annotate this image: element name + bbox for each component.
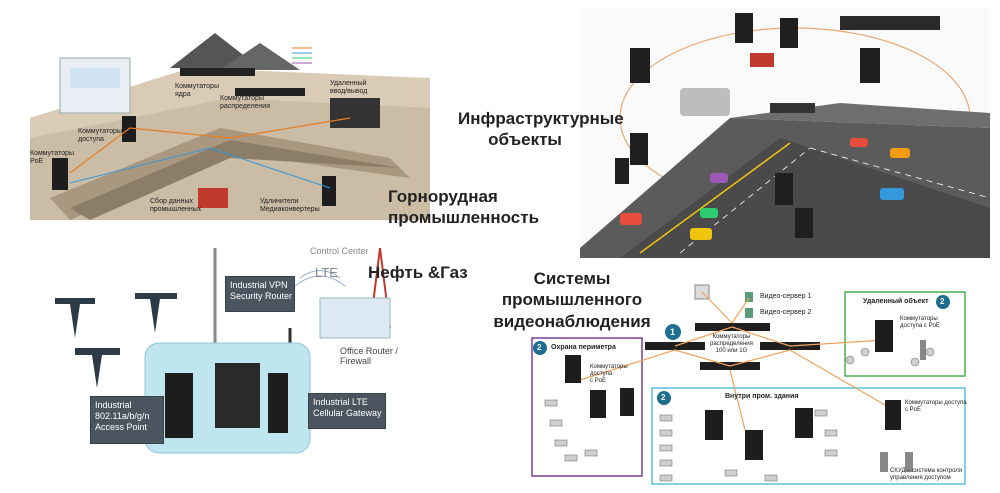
label-access-switches: Коммутаторы доступа — [78, 128, 122, 144]
lte-top-label: LTE — [315, 265, 338, 280]
badge-2-inside: 2 — [661, 393, 666, 402]
cctv-title-line1: Системы — [533, 269, 611, 288]
dist-switches-label: Коммутаторы распределения 100 или 1G — [710, 334, 753, 354]
cctv-title-line3: видеонаблюдения — [493, 311, 651, 331]
poe-access-perimeter-label: Коммутаторы доступа с PoE — [590, 364, 628, 384]
lte-gateway-label: Industrial LTE Cellular Gateway — [313, 397, 382, 418]
acs-label: СКУД – система контроля управления досту… — [890, 468, 963, 481]
office-router-label: Office Router / Firewall — [340, 346, 398, 367]
cctv-title: Системы промышленного видеонаблюдения — [492, 268, 652, 332]
label-media-converters: Удлинители Медиаконвертеры — [260, 198, 320, 214]
access-point-label: Industrial 802.11a/b/g/n Access Point — [95, 400, 150, 432]
poe-access-inside-label: Коммутаторы доступа с PoE — [905, 400, 967, 413]
mining-illustration — [30, 33, 430, 220]
access-point-box: Industrial 802.11a/b/g/n Access Point — [90, 396, 164, 444]
remote-object-label: Удаленный объект — [863, 298, 929, 305]
infrastructure-title-line1: Инфраструктурные — [458, 109, 624, 128]
infrastructure-title: Инфраструктурные объекты — [458, 108, 624, 151]
control-center-label: Control Center — [310, 246, 369, 256]
mining-title-line1: Горнорудная — [388, 187, 498, 206]
perimeter-label: Охрана периметра — [551, 344, 616, 351]
vpn-router-label: Industrial VPN Security Router — [230, 280, 293, 301]
badge-1: 1 — [670, 327, 676, 337]
cctv-title-line2: промышленного — [501, 290, 643, 310]
poe-access-remote-label: Коммутаторы доступа с PoE — [900, 316, 940, 329]
infrastructure-panel — [580, 8, 990, 258]
infrastructure-title-line2: объекты — [488, 130, 562, 150]
label-poe-switches: Коммутаторы PoE — [30, 150, 74, 166]
highway-illustration — [580, 8, 990, 258]
cctv-panel: Видео-сервер 1 Видео-сервер 2 Коммутатор… — [525, 280, 970, 488]
vpn-router-box: Industrial VPN Security Router — [225, 276, 295, 312]
badge-2-perimeter: 2 — [537, 343, 542, 352]
label-data-collection: Сбор данных промышленных — [150, 198, 202, 214]
label-remote-io: Удаленный ввод/вывод — [330, 80, 368, 96]
mining-panel: Коммутаторы ядра Коммутаторы распределен… — [30, 8, 430, 220]
video-server-1-label: Видео-сервер 1 — [760, 293, 812, 300]
label-dist-switches: Коммутаторы распределения — [220, 95, 270, 111]
oilgas-title: Нефть &Газ — [368, 263, 468, 282]
label-core-switches: Коммутаторы ядра — [175, 83, 219, 99]
inside-building-label: Внутри пром. здания — [725, 393, 799, 400]
cctv-diagram — [531, 284, 966, 485]
mining-title: Горнорудная промышленность — [388, 186, 539, 229]
video-server-2-label: Видео-сервер 2 — [760, 309, 812, 316]
badge-2-remote: 2 — [940, 297, 945, 306]
oilgas-panel: Control Center LTE Office Router / Firew… — [40, 238, 420, 468]
mining-title-line2: промышленность — [388, 208, 540, 228]
lte-gateway-box: Industrial LTE Cellular Gateway — [308, 393, 386, 429]
